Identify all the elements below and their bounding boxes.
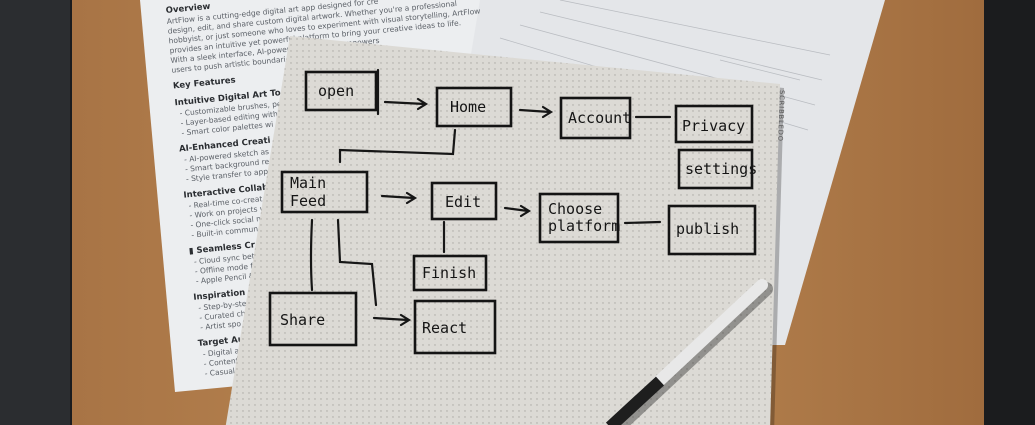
notebook-brand: SCRIBBLEDO <box>776 90 786 142</box>
node-share: Share <box>280 311 325 329</box>
hand-drawn-flowchart: open Home Account Privacy settings Main … <box>268 68 757 355</box>
node-platform: platform <box>548 217 620 235</box>
node-settings: settings <box>685 160 757 178</box>
node-privacy: Privacy <box>682 117 745 135</box>
node-open: open <box>318 82 354 100</box>
pen <box>605 279 773 425</box>
node-main: Main <box>290 174 326 192</box>
node-home: Home <box>450 98 486 116</box>
document-heading: Inspiration <box>193 288 246 303</box>
document-text-line: - Casual <box>204 366 235 378</box>
left-shadow <box>0 0 70 425</box>
document-text-line: - Digital a <box>202 346 239 358</box>
node-edit: Edit <box>445 193 481 211</box>
node-choose: Choose <box>548 200 602 218</box>
document-text-line: - Curated ch <box>199 309 246 322</box>
node-react: React <box>422 319 467 337</box>
document-heading: Target Au <box>197 335 244 349</box>
node-finish: Finish <box>422 264 476 282</box>
node-feed: Feed <box>290 192 326 210</box>
document-heading: Overview <box>165 2 211 16</box>
node-publish: publish <box>676 220 739 238</box>
document-text-line: - Content <box>203 356 239 368</box>
node-account: Account <box>568 109 631 127</box>
document-text-line: - Artist spo <box>200 319 242 332</box>
dot-grid-notebook: SCRIBBLEDO <box>225 36 786 425</box>
